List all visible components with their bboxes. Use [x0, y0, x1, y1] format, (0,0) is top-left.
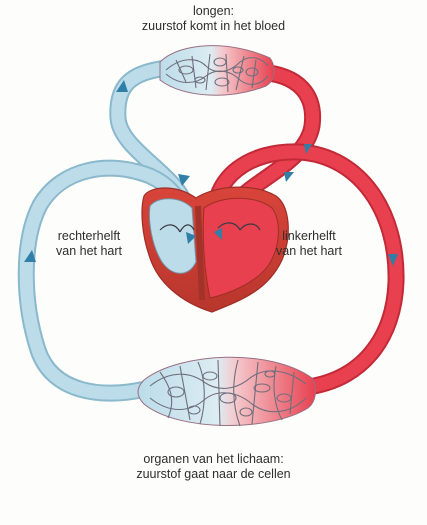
arrow-icon	[116, 80, 128, 92]
arrow-icon	[24, 250, 36, 262]
right-half-label-line1: rechterhelft	[57, 229, 121, 243]
organs-label-line1: organen van het lichaam:	[143, 452, 284, 466]
organs-label: organen van het lichaam: zuurstof gaat n…	[0, 452, 427, 482]
deoxygenated-vessels	[17, 59, 195, 402]
left-half-label-line2: van het hart	[276, 244, 343, 258]
lung-capillaries	[159, 45, 275, 96]
flow-arrows	[24, 80, 398, 266]
heart-left-half	[202, 197, 279, 299]
arrow-icon	[178, 174, 190, 186]
heart-right-half	[149, 198, 197, 274]
arrow-icon	[304, 144, 312, 154]
right-half-label: rechterhelft van het hart	[56, 229, 122, 259]
lungs-label: longen: zuurstof komt in het bloed	[0, 4, 427, 34]
arrow-icon	[214, 228, 222, 240]
lungs-label-line1: longen:	[192, 4, 234, 18]
arrow-icon	[284, 172, 294, 182]
left-half-label: linkerhelft van het hart	[276, 229, 342, 259]
lungs-label-line2: zuurstof komt in het bloed	[141, 19, 286, 33]
heart	[141, 186, 289, 313]
arrow-icon	[388, 254, 398, 266]
arrow-icon	[186, 232, 196, 244]
right-half-label-line2: van het hart	[56, 244, 123, 258]
left-half-label-line1: linkerhelft	[282, 229, 336, 243]
organs-label-line2: zuurstof gaat naar de cellen	[136, 467, 291, 481]
organ-capillaries	[137, 356, 316, 427]
oxygenated-vessels	[205, 63, 405, 397]
